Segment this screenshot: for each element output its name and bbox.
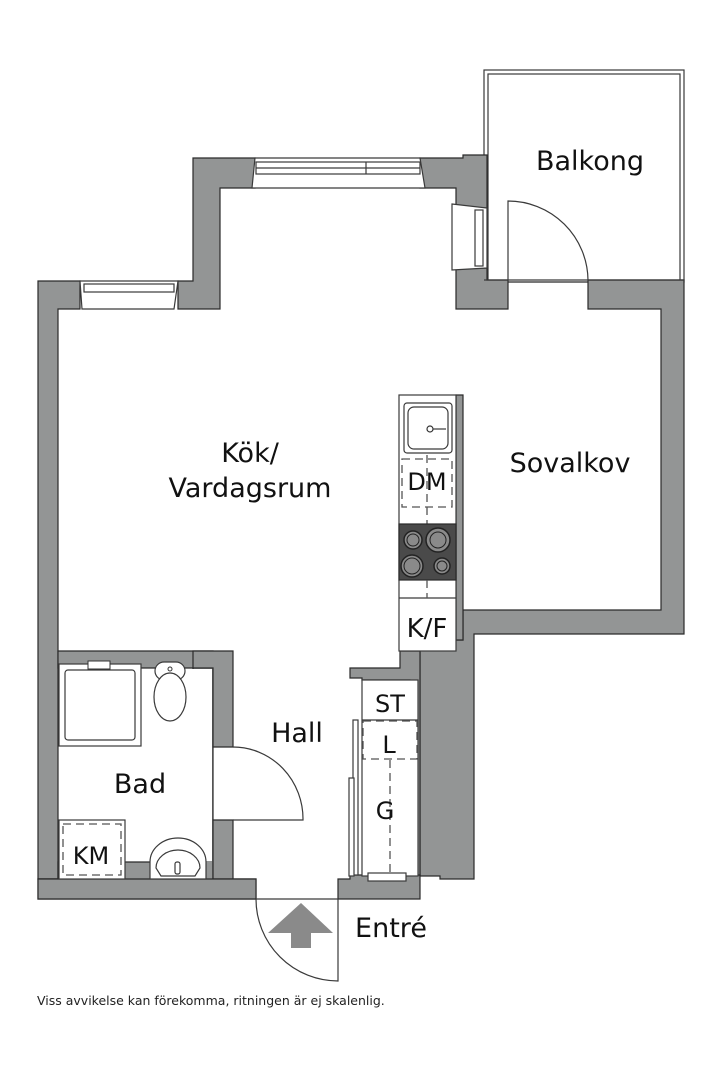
disclaimer-text: Viss avvikelse kan förekomma, ritningen … (37, 993, 385, 1008)
label-l: L (382, 731, 396, 759)
stove-icon (398, 523, 457, 581)
label-entre: Entré (355, 913, 427, 944)
label-g: G (376, 797, 395, 825)
washbasin-icon (149, 837, 207, 880)
wardrobe (348, 679, 419, 882)
label-bad: Bad (114, 769, 166, 800)
balcony (483, 69, 685, 283)
label-hall: Hall (271, 718, 323, 749)
window-top (251, 157, 426, 189)
balcony-door (484, 200, 684, 281)
label-sovalkov: Sovalkov (510, 448, 631, 479)
window-left (79, 280, 179, 310)
bathroom-door (232, 746, 304, 821)
toilet-icon (153, 661, 187, 722)
shower-icon (58, 660, 142, 747)
window-balcony (451, 203, 488, 271)
entry-arrow-icon (268, 903, 333, 948)
kitchen-counter (398, 394, 457, 652)
washing-machine (58, 819, 126, 880)
label-balkong: Balkong (536, 146, 644, 177)
label-kok: Kök/ (221, 438, 280, 469)
label-vardagsrum: Vardagsrum (169, 473, 332, 504)
sink-icon (403, 402, 453, 454)
entrance-door (255, 898, 339, 982)
label-kf: K/F (407, 614, 448, 644)
label-st: ST (375, 690, 405, 718)
label-km: KM (73, 842, 109, 870)
label-dm: DM (407, 468, 446, 496)
